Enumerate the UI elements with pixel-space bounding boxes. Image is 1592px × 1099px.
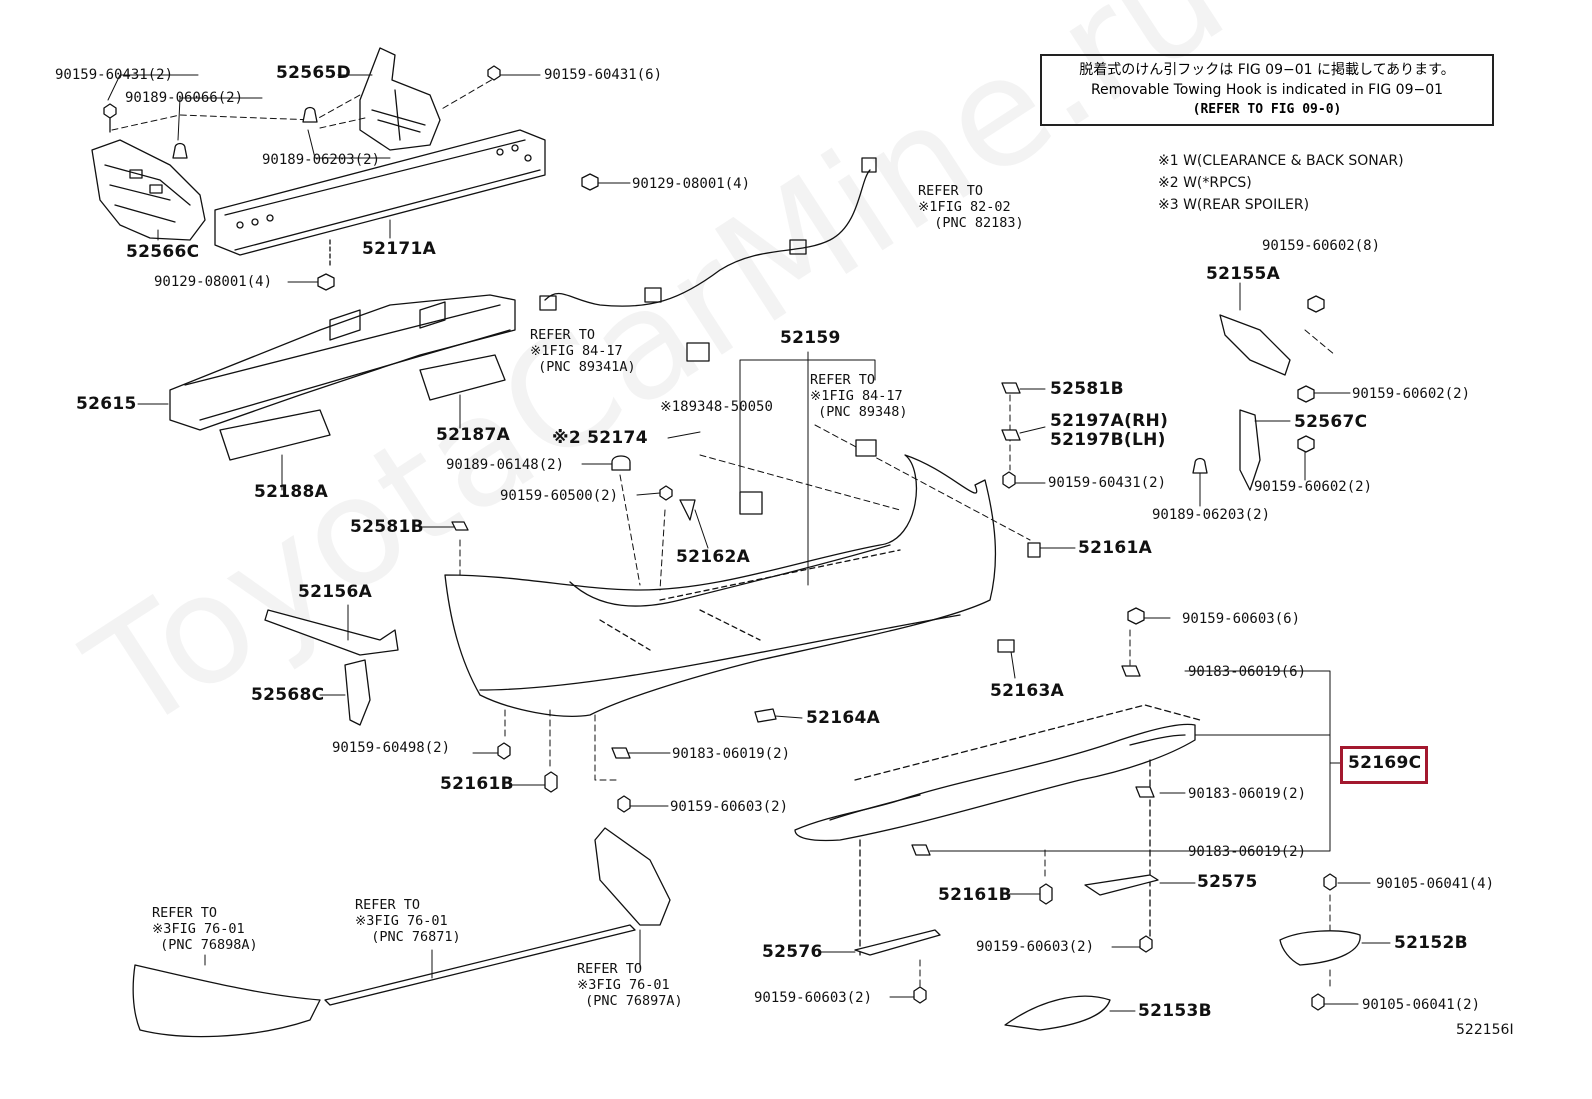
condition-1: ※1 W(CLEARANCE & BACK SONAR) bbox=[1158, 153, 1404, 169]
part-52162a[interactable]: 52162A bbox=[676, 547, 751, 567]
fastener-90183-06019-low[interactable]: 90183-06019(2) bbox=[1188, 844, 1307, 860]
absorber-52615-drawing bbox=[169, 294, 516, 431]
fastener-90159-60431-top[interactable]: 90159-60431(6) bbox=[544, 67, 663, 83]
condition-2: ※2 W(*RPCS) bbox=[1158, 175, 1252, 191]
fastener-90159-60602-low[interactable]: 90159-60602(2) bbox=[1254, 479, 1373, 495]
part-52197b[interactable]: 52197B(LH) bbox=[1050, 430, 1166, 450]
reinforcement-52171a-drawing bbox=[214, 129, 546, 266]
highlight-frame bbox=[1340, 746, 1428, 784]
fastener-90129-08001-left[interactable]: 90129-08001(4) bbox=[154, 274, 273, 290]
bracket-52576-drawing bbox=[854, 929, 941, 956]
retainer-52568c-drawing bbox=[344, 659, 371, 726]
part-52152b[interactable]: 52152B bbox=[1394, 933, 1468, 953]
leader-lines bbox=[107, 74, 1391, 1012]
fastener-90159-60602-mid[interactable]: 90159-60602(2) bbox=[1352, 386, 1471, 402]
part-52156a[interactable]: 52156A bbox=[298, 582, 373, 602]
fastener-90159-60602-top[interactable]: 90159-60602(8) bbox=[1262, 238, 1381, 254]
part-52576[interactable]: 52576 bbox=[762, 942, 823, 962]
fastener-90159-60603-top[interactable]: 90159-60603(6) bbox=[1182, 611, 1301, 627]
fastener-90189-06203-right[interactable]: 90189-06203(2) bbox=[1152, 507, 1271, 523]
part-52161a[interactable]: 52161A bbox=[1078, 538, 1153, 558]
fastener-90159-60498[interactable]: 90159-60498(2) bbox=[332, 740, 451, 756]
finisher-52153b-drawing bbox=[1004, 995, 1111, 1031]
fastener-90189-06066[interactable]: 90189-06066(2) bbox=[125, 90, 244, 106]
part-52153b[interactable]: 52153B bbox=[1138, 1001, 1212, 1021]
part-52566c[interactable]: 52566C bbox=[126, 242, 200, 262]
fastener-90129-08001-right[interactable]: 90129-08001(4) bbox=[632, 176, 751, 192]
refer-fig-76-01-b[interactable]: REFER TO ※3FIG 76-01 (PNC 76871) bbox=[355, 897, 461, 945]
fastener-90183-06019-top[interactable]: 90183-06019(6) bbox=[1188, 664, 1307, 680]
part-52163a[interactable]: 52163A bbox=[990, 681, 1065, 701]
condition-3: ※3 W(REAR SPOILER) bbox=[1158, 197, 1310, 213]
fastener-89348-50050[interactable]: ※189348-50050 bbox=[660, 399, 773, 415]
part-52171a[interactable]: 52171A bbox=[362, 239, 437, 259]
pad-52188a-drawing bbox=[219, 409, 331, 461]
refer-fig-76-01-a[interactable]: REFER TO ※3FIG 76-01 (PNC 76898A) bbox=[152, 905, 258, 953]
bracket-52567c-drawing bbox=[1239, 409, 1261, 491]
refer-fig-76-01-c[interactable]: REFER TO ※3FIG 76-01 (PNC 76897A) bbox=[577, 961, 683, 1009]
notice-box: 脱着式のけん引フックは FIG 09−01 に掲載してあります。 Removab… bbox=[1040, 54, 1494, 126]
part-52197a[interactable]: 52197A(RH) bbox=[1050, 411, 1169, 431]
bolt-drawing bbox=[103, 103, 188, 159]
fastener-90159-60431-right[interactable]: 90159-60431(2) bbox=[1048, 475, 1167, 491]
part-52161b-left[interactable]: 52161B bbox=[440, 774, 514, 794]
figure-id: 522156I bbox=[1456, 1022, 1514, 1038]
part-52581b-right[interactable]: 52581B bbox=[1050, 379, 1124, 399]
extension-76897a-drawing bbox=[594, 827, 671, 926]
bumper-cover-drawing bbox=[444, 454, 997, 717]
part-52188a[interactable]: 52188A bbox=[254, 482, 329, 502]
part-52174[interactable]: ※2 52174 bbox=[552, 428, 648, 448]
assembly-dash-lines bbox=[111, 74, 1336, 991]
fastener-90159-60431-left[interactable]: 90159-60431(2) bbox=[55, 67, 174, 83]
fastener-90105-06041-top[interactable]: 90105-06041(4) bbox=[1376, 876, 1495, 892]
bracket-52155a-drawing bbox=[1219, 314, 1291, 376]
fastener-90105-06041-bottom[interactable]: 90105-06041(2) bbox=[1362, 997, 1481, 1013]
fastener-90189-06203-top[interactable]: 90189-06203(2) bbox=[262, 152, 381, 168]
part-52164a[interactable]: 52164A bbox=[806, 708, 881, 728]
fastener-90183-06019-mid[interactable]: 90183-06019(2) bbox=[1188, 786, 1307, 802]
part-52187a[interactable]: 52187A bbox=[436, 425, 511, 445]
part-52615[interactable]: 52615 bbox=[76, 394, 137, 414]
fastener-90159-60500[interactable]: 90159-60500(2) bbox=[500, 488, 619, 504]
refer-fig-82-02[interactable]: REFER TO ※1FIG 82-02 (PNC 82183) bbox=[918, 183, 1024, 231]
bracket-52565d-drawing bbox=[359, 47, 441, 151]
fastener-90159-60603-bottom[interactable]: 90159-60603(2) bbox=[754, 990, 873, 1006]
spoiler-52169c-drawing bbox=[794, 704, 1201, 956]
refer-fig-84-17-a[interactable]: REFER TO ※1FIG 84-17 (PNC 89341A) bbox=[530, 327, 636, 375]
part-52581b-left[interactable]: 52581B bbox=[350, 517, 424, 537]
wire-harness-drawing bbox=[539, 157, 877, 311]
part-52169c[interactable]: 52169C bbox=[1348, 753, 1422, 773]
part-52567c[interactable]: 52567C bbox=[1294, 412, 1368, 432]
refer-fig-84-17-b[interactable]: REFER TO ※1FIG 84-17 (PNC 89348) bbox=[810, 372, 908, 420]
finisher-52152b-drawing bbox=[1279, 930, 1361, 966]
part-52155a[interactable]: 52155A bbox=[1206, 264, 1281, 284]
part-52161b-lower[interactable]: 52161B bbox=[938, 885, 1012, 905]
fastener-90159-60603-mid[interactable]: 90159-60603(2) bbox=[976, 939, 1095, 955]
part-52568c[interactable]: 52568C bbox=[251, 685, 325, 705]
part-52575[interactable]: 52575 bbox=[1197, 872, 1258, 892]
pad-52187a-drawing bbox=[419, 354, 506, 401]
bracket-52566c-drawing bbox=[91, 139, 206, 241]
fastener-90189-06148[interactable]: 90189-06148(2) bbox=[446, 457, 565, 473]
notice-english: Removable Towing Hook is indicated in FI… bbox=[1090, 82, 1444, 98]
fastener-90159-60603-left[interactable]: 90159-60603(2) bbox=[670, 799, 789, 815]
retainer-52156a-drawing bbox=[264, 609, 399, 656]
bracket-52575-drawing bbox=[1084, 874, 1159, 896]
fastener-90183-06019-left[interactable]: 90183-06019(2) bbox=[672, 746, 791, 762]
part-52159[interactable]: 52159 bbox=[780, 328, 841, 348]
notice-japanese: 脱着式のけん引フックは FIG 09−01 に掲載してあります。 bbox=[1079, 62, 1455, 78]
part-52565d[interactable]: 52565D bbox=[276, 63, 352, 83]
notice-refer: (REFER TO FIG 09-0) bbox=[1192, 102, 1342, 117]
molding-76871-drawing bbox=[324, 924, 636, 1006]
extension-76898a-drawing bbox=[132, 964, 321, 1038]
fastener-glyphs bbox=[302, 65, 1337, 1011]
